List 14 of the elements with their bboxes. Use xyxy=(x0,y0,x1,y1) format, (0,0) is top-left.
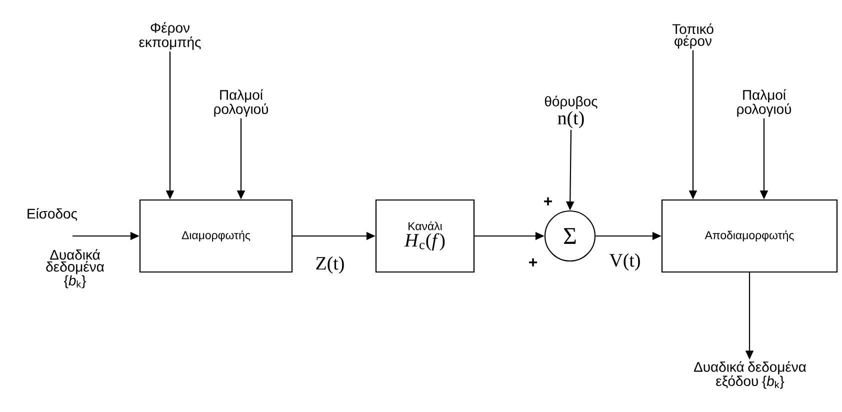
process-box: Κανάλι H$_{c}$(f) xyxy=(375,199,475,273)
summing-junction: Σ xyxy=(544,210,596,262)
signal-label: Δυαδικά δεδομένα εξόδου {b$_{k}$} xyxy=(694,361,806,389)
edge-label: V(t) xyxy=(609,253,640,271)
signal-label: θόρυβος n(t) xyxy=(544,96,598,128)
process-box: Αποδιαμορφωτής xyxy=(661,199,838,273)
signal-label: Τοπικό φέρον xyxy=(672,23,714,49)
signal-label: Φέρον εκπομπής xyxy=(139,22,201,50)
signal-label: Παλμοί ρολογιού xyxy=(737,89,792,117)
signal-label: Παλμοί ρολογιού xyxy=(214,89,268,117)
edge-label: Z(t) xyxy=(316,256,344,274)
signal-label: Είσοδος Δυαδικά δεδομένα {b$_{k}$} xyxy=(28,208,104,288)
process-box: Διαμορφωτής xyxy=(139,199,293,273)
sign-label: + xyxy=(529,258,537,266)
